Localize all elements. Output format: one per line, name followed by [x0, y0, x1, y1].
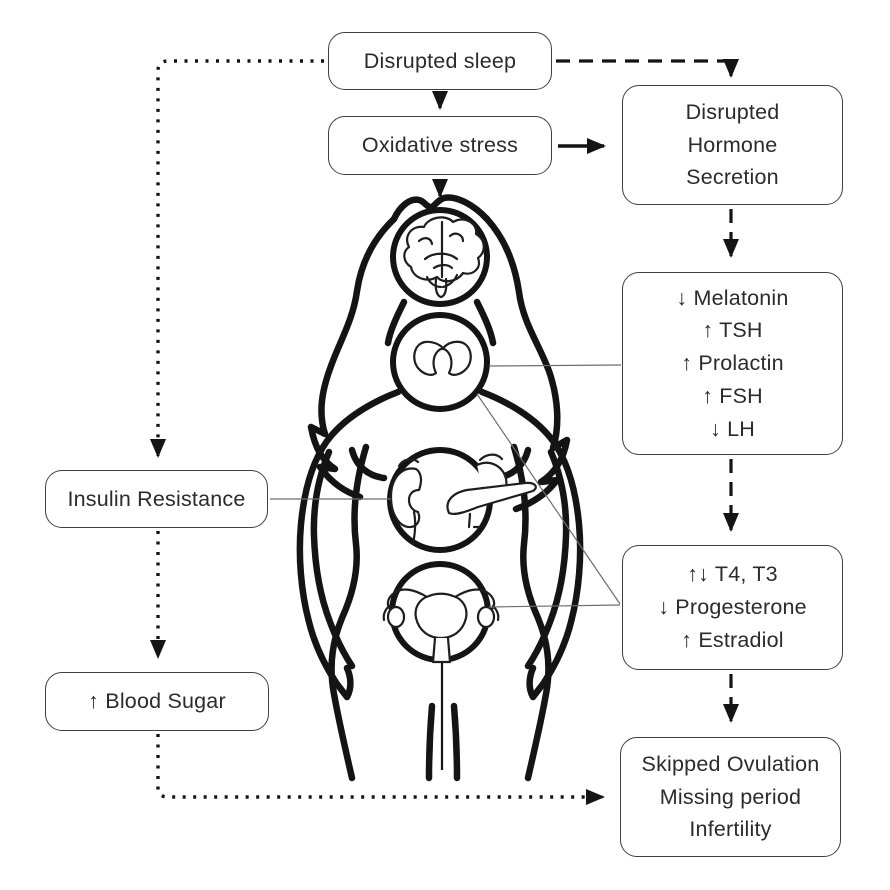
line-uterus-to-t4-box — [488, 604, 621, 608]
edge-sleep-to-hormone-secretion — [556, 59, 739, 78]
hair-top-outline — [390, 194, 491, 223]
node-disrupted-sleep: Disrupted sleep — [328, 32, 552, 90]
line-thyroid-to-hormone-box — [488, 364, 622, 367]
node-line: Missing period — [659, 784, 802, 809]
node-blood-sugar: ↑ Blood Sugar — [45, 672, 269, 731]
node-line: ↓ Melatonin — [676, 285, 789, 310]
neck-right-line — [473, 298, 497, 347]
node-outcomes: Skipped Ovulation Missing period Inferti… — [620, 737, 841, 857]
node-line: Hormone — [687, 132, 778, 157]
neck-left-line — [384, 298, 408, 347]
left-shoulder-arm-outline — [296, 388, 402, 701]
thyroid-icon — [413, 340, 472, 376]
brain-icon — [403, 216, 485, 299]
node-line: Disrupted — [685, 99, 780, 124]
right-inner-leg-line — [450, 702, 461, 782]
left-inner-arm-line — [310, 448, 356, 670]
right-inner-arm-line — [524, 448, 570, 670]
node-line: ↑ FSH — [702, 383, 763, 408]
left-inner-leg-line — [425, 702, 436, 782]
diagram-arrows — [150, 59, 739, 805]
node-line: Infertility — [689, 817, 772, 842]
left-chest-curve — [348, 446, 388, 482]
node-line: ↓ Progesterone — [658, 595, 807, 620]
kidneys-pancreas-icon — [389, 453, 537, 546]
edge-blood-sugar-to-outcomes — [156, 734, 605, 805]
node-line: Secretion — [686, 165, 779, 190]
uterus-ovaries-icon — [382, 588, 500, 664]
node-thyroid-sex-hormones: ↑↓ T4, T3 ↓ Progesterone ↑ Estradiol — [622, 545, 843, 670]
female-body-figure — [296, 194, 584, 782]
node-label: Disrupted sleep — [363, 48, 517, 73]
node-line: Skipped Ovulation — [641, 751, 820, 776]
node-insulin-resistance: Insulin Resistance — [45, 470, 268, 528]
node-line: ↑↓ T4, T3 — [687, 562, 778, 587]
node-line: ↑ TSH — [702, 318, 763, 343]
line-thyroid-to-t4-box — [476, 393, 621, 605]
left-torso-leg-outline — [328, 443, 370, 782]
node-line: ↓ LH — [709, 416, 755, 441]
right-shoulder-arm-outline — [478, 388, 584, 701]
hair-right-outline — [483, 215, 571, 513]
node-label: Insulin Resistance — [67, 486, 246, 511]
thyroid-circle — [390, 312, 490, 412]
node-label: Oxidative stress — [361, 133, 519, 158]
node-oxidative-stress: Oxidative stress — [328, 116, 552, 175]
node-hormone-changes: ↓ Melatonin ↑ TSH ↑ Prolactin ↑ FSH ↓ LH — [622, 272, 843, 455]
edge-sleep-to-insulin — [150, 59, 324, 458]
node-line: ↑ Prolactin — [681, 351, 784, 376]
node-disrupted-hormone-secretion: Disrupted Hormone Secretion — [622, 85, 843, 205]
organ-connector-lines — [270, 364, 622, 608]
right-torso-leg-outline — [510, 443, 552, 782]
node-label: ↑ Blood Sugar — [88, 689, 226, 714]
node-line: ↑ Estradiol — [681, 627, 784, 652]
